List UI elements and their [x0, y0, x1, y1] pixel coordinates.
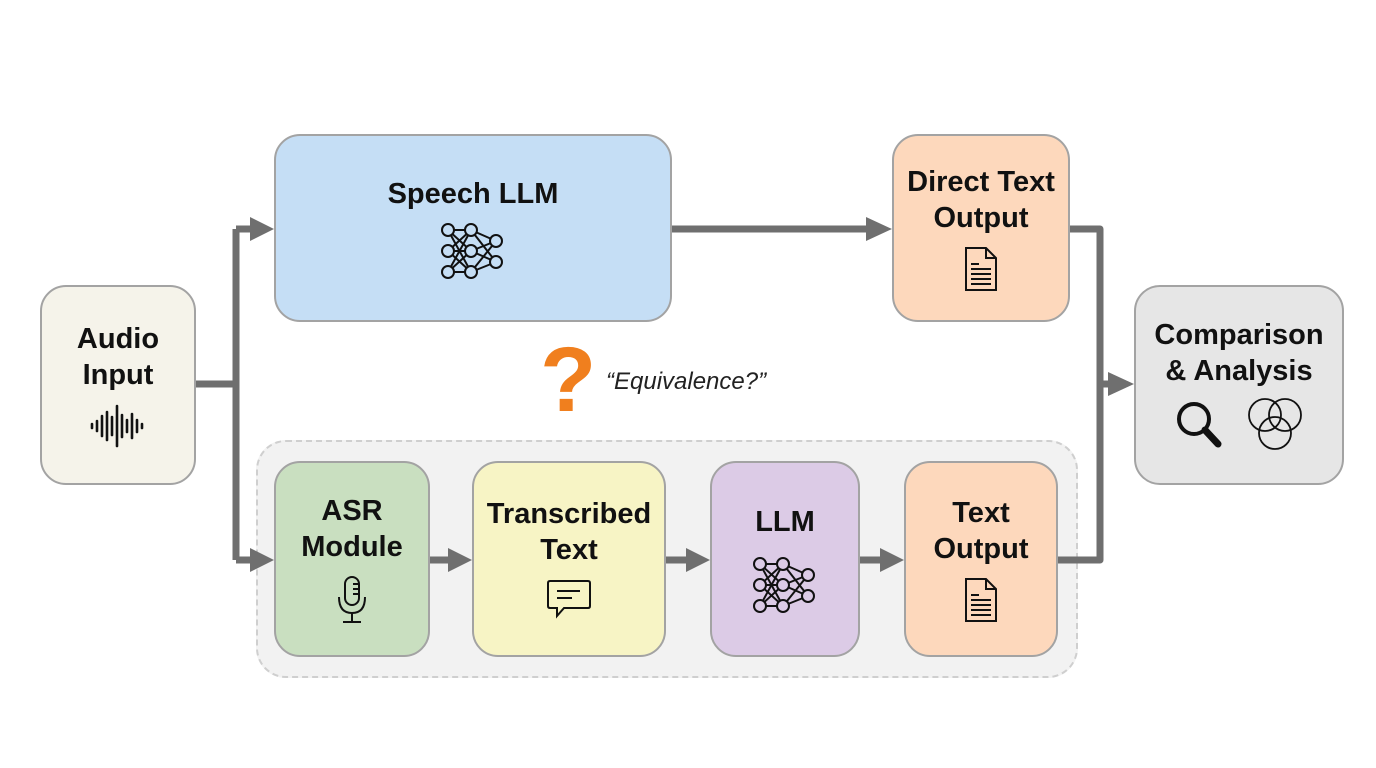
llm-label: LLM: [755, 506, 815, 538]
question-mark-icon: ?: [540, 329, 597, 431]
direct-text-output-node: Direct Text Output: [892, 134, 1070, 322]
venn-diagram-icon: [1248, 398, 1302, 450]
speech-llm-label: Speech LLM: [387, 178, 559, 210]
comparison-icons: [1174, 397, 1304, 453]
arrowhead: [1108, 372, 1134, 396]
neural-network-icon: [753, 557, 815, 613]
sound-wave-icon: [90, 404, 144, 448]
direct-text-output-label: Direct Text Output: [907, 166, 1055, 234]
asr-module-label: ASR Module: [301, 495, 403, 563]
neural-network-icon: [441, 223, 503, 279]
arrowhead: [880, 548, 904, 572]
edge-audio-split: [195, 229, 240, 560]
document-icon: [965, 247, 997, 291]
asr-module-node: ASR Module: [274, 461, 430, 657]
chat-bubble-icon: [547, 580, 591, 619]
text-output-label: Text Output: [933, 497, 1029, 565]
transcribed-text-node: Transcribed Text: [472, 461, 666, 657]
comparison-analysis-label: Comparison & Analysis: [1154, 319, 1324, 387]
arrowhead: [448, 548, 472, 572]
audio-input-node: Audio Input: [40, 285, 196, 485]
text-output-node: Text Output: [904, 461, 1058, 657]
transcribed-text-label: Transcribed Text: [486, 498, 652, 566]
audio-input-label: Audio Input: [76, 323, 160, 391]
llm-node: LLM: [710, 461, 860, 657]
arrowhead: [250, 548, 274, 572]
equivalence-annotation: “Equivalence?”: [606, 368, 767, 395]
arrowhead: [866, 217, 892, 241]
magnifier-icon: [1177, 402, 1222, 448]
arrowhead: [250, 217, 274, 241]
comparison-analysis-node: Comparison & Analysis: [1134, 285, 1344, 485]
microphone-icon: [338, 576, 366, 623]
arrowhead: [686, 548, 710, 572]
speech-llm-node: Speech LLM: [274, 134, 672, 322]
document-icon: [965, 578, 997, 622]
